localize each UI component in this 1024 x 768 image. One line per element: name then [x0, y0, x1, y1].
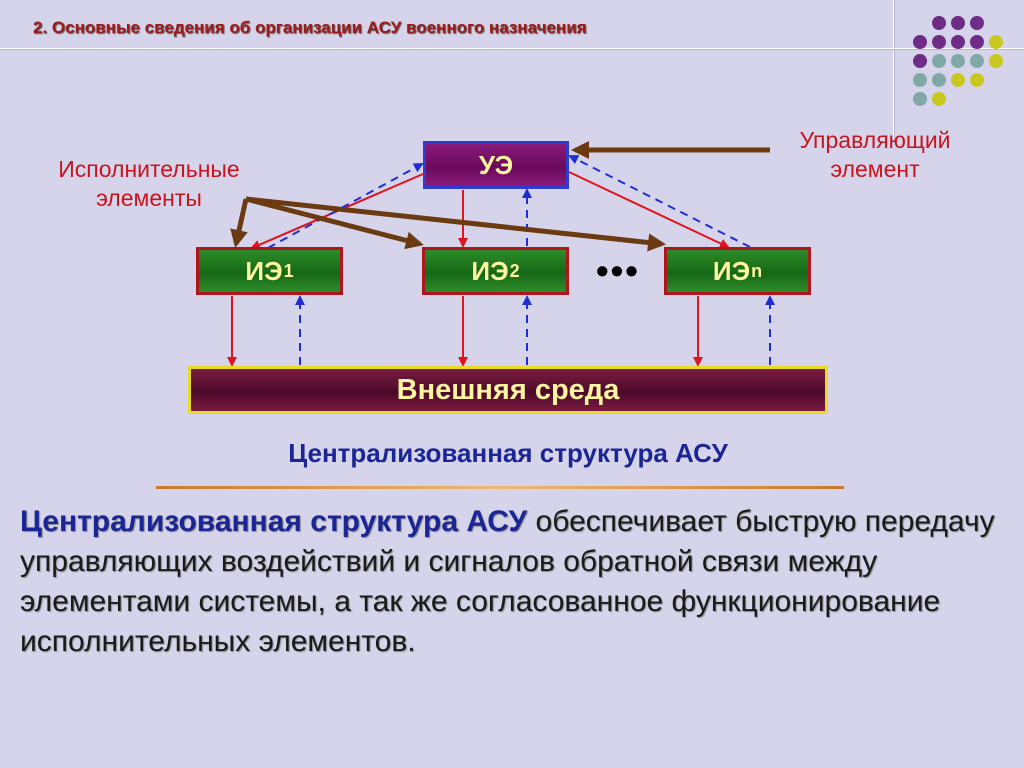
label-control-element: Управляющий элемент: [772, 126, 978, 184]
decor-vertical-line: [893, 0, 894, 140]
feedback-ie1-to-ue: [267, 163, 424, 249]
decor-dot: [932, 54, 946, 68]
ie1-label: ИЭ: [245, 255, 283, 286]
pointer-exec-ien: [245, 196, 666, 252]
decor-horizontal-line: [0, 48, 1024, 49]
decor-dot: [951, 54, 965, 68]
decor-dot: [913, 92, 927, 106]
label-executive-line2: элементы: [96, 185, 202, 211]
decor-dot: [970, 35, 984, 49]
decor-dot: [913, 54, 927, 68]
diagram-caption: Централизованная структура АСУ: [288, 438, 728, 468]
decor-dot: [970, 73, 984, 87]
decor-dot: [970, 16, 984, 30]
body-paragraph: Централизованная структура АСУ обеспечив…: [20, 502, 1010, 662]
decor-dot: [932, 35, 946, 49]
decor-dot: [951, 73, 965, 87]
decor-dot: [989, 54, 1003, 68]
slide-title: 2. Основные сведения об организации АСУ …: [33, 18, 587, 37]
decor-dot: [932, 73, 946, 87]
decor-dot: [970, 54, 984, 68]
decor-dot: [913, 35, 927, 49]
ie2-label: ИЭ: [471, 255, 509, 286]
separator-line: [156, 486, 844, 489]
label-control-line2: элемент: [830, 156, 920, 182]
ien-subscript: n: [751, 260, 763, 281]
decor-dot: [913, 73, 927, 87]
arrow-ue-to-ien: [568, 171, 730, 249]
decor-dot: [932, 92, 946, 106]
ellipsis: •••: [596, 250, 640, 291]
label-executive-line1: Исполнительные: [58, 156, 240, 182]
body-lead: Централизованная структура АСУ: [20, 505, 528, 538]
body-rest: обеспечивает быструю передачу управляющи…: [20, 505, 995, 658]
ien-label: ИЭ: [712, 255, 751, 286]
decor-dot: [989, 35, 1003, 49]
ie2-subscript: 2: [509, 260, 520, 281]
label-control-line1: Управляющий: [799, 127, 951, 153]
decor-dot: [932, 16, 946, 30]
ie1-subscript: 1: [283, 260, 294, 281]
environment-box: Внешняя среда: [188, 366, 828, 414]
feedback-ien-to-ue: [568, 155, 751, 248]
control-element-box: УЭ: [423, 141, 569, 189]
label-executive-elements: Исполнительные элементы: [26, 155, 272, 213]
pointer-exec-ie1: [230, 198, 249, 248]
decor-dot: [951, 35, 965, 49]
pointer-exec-ie2: [245, 196, 424, 250]
decor-dot: [951, 16, 965, 30]
